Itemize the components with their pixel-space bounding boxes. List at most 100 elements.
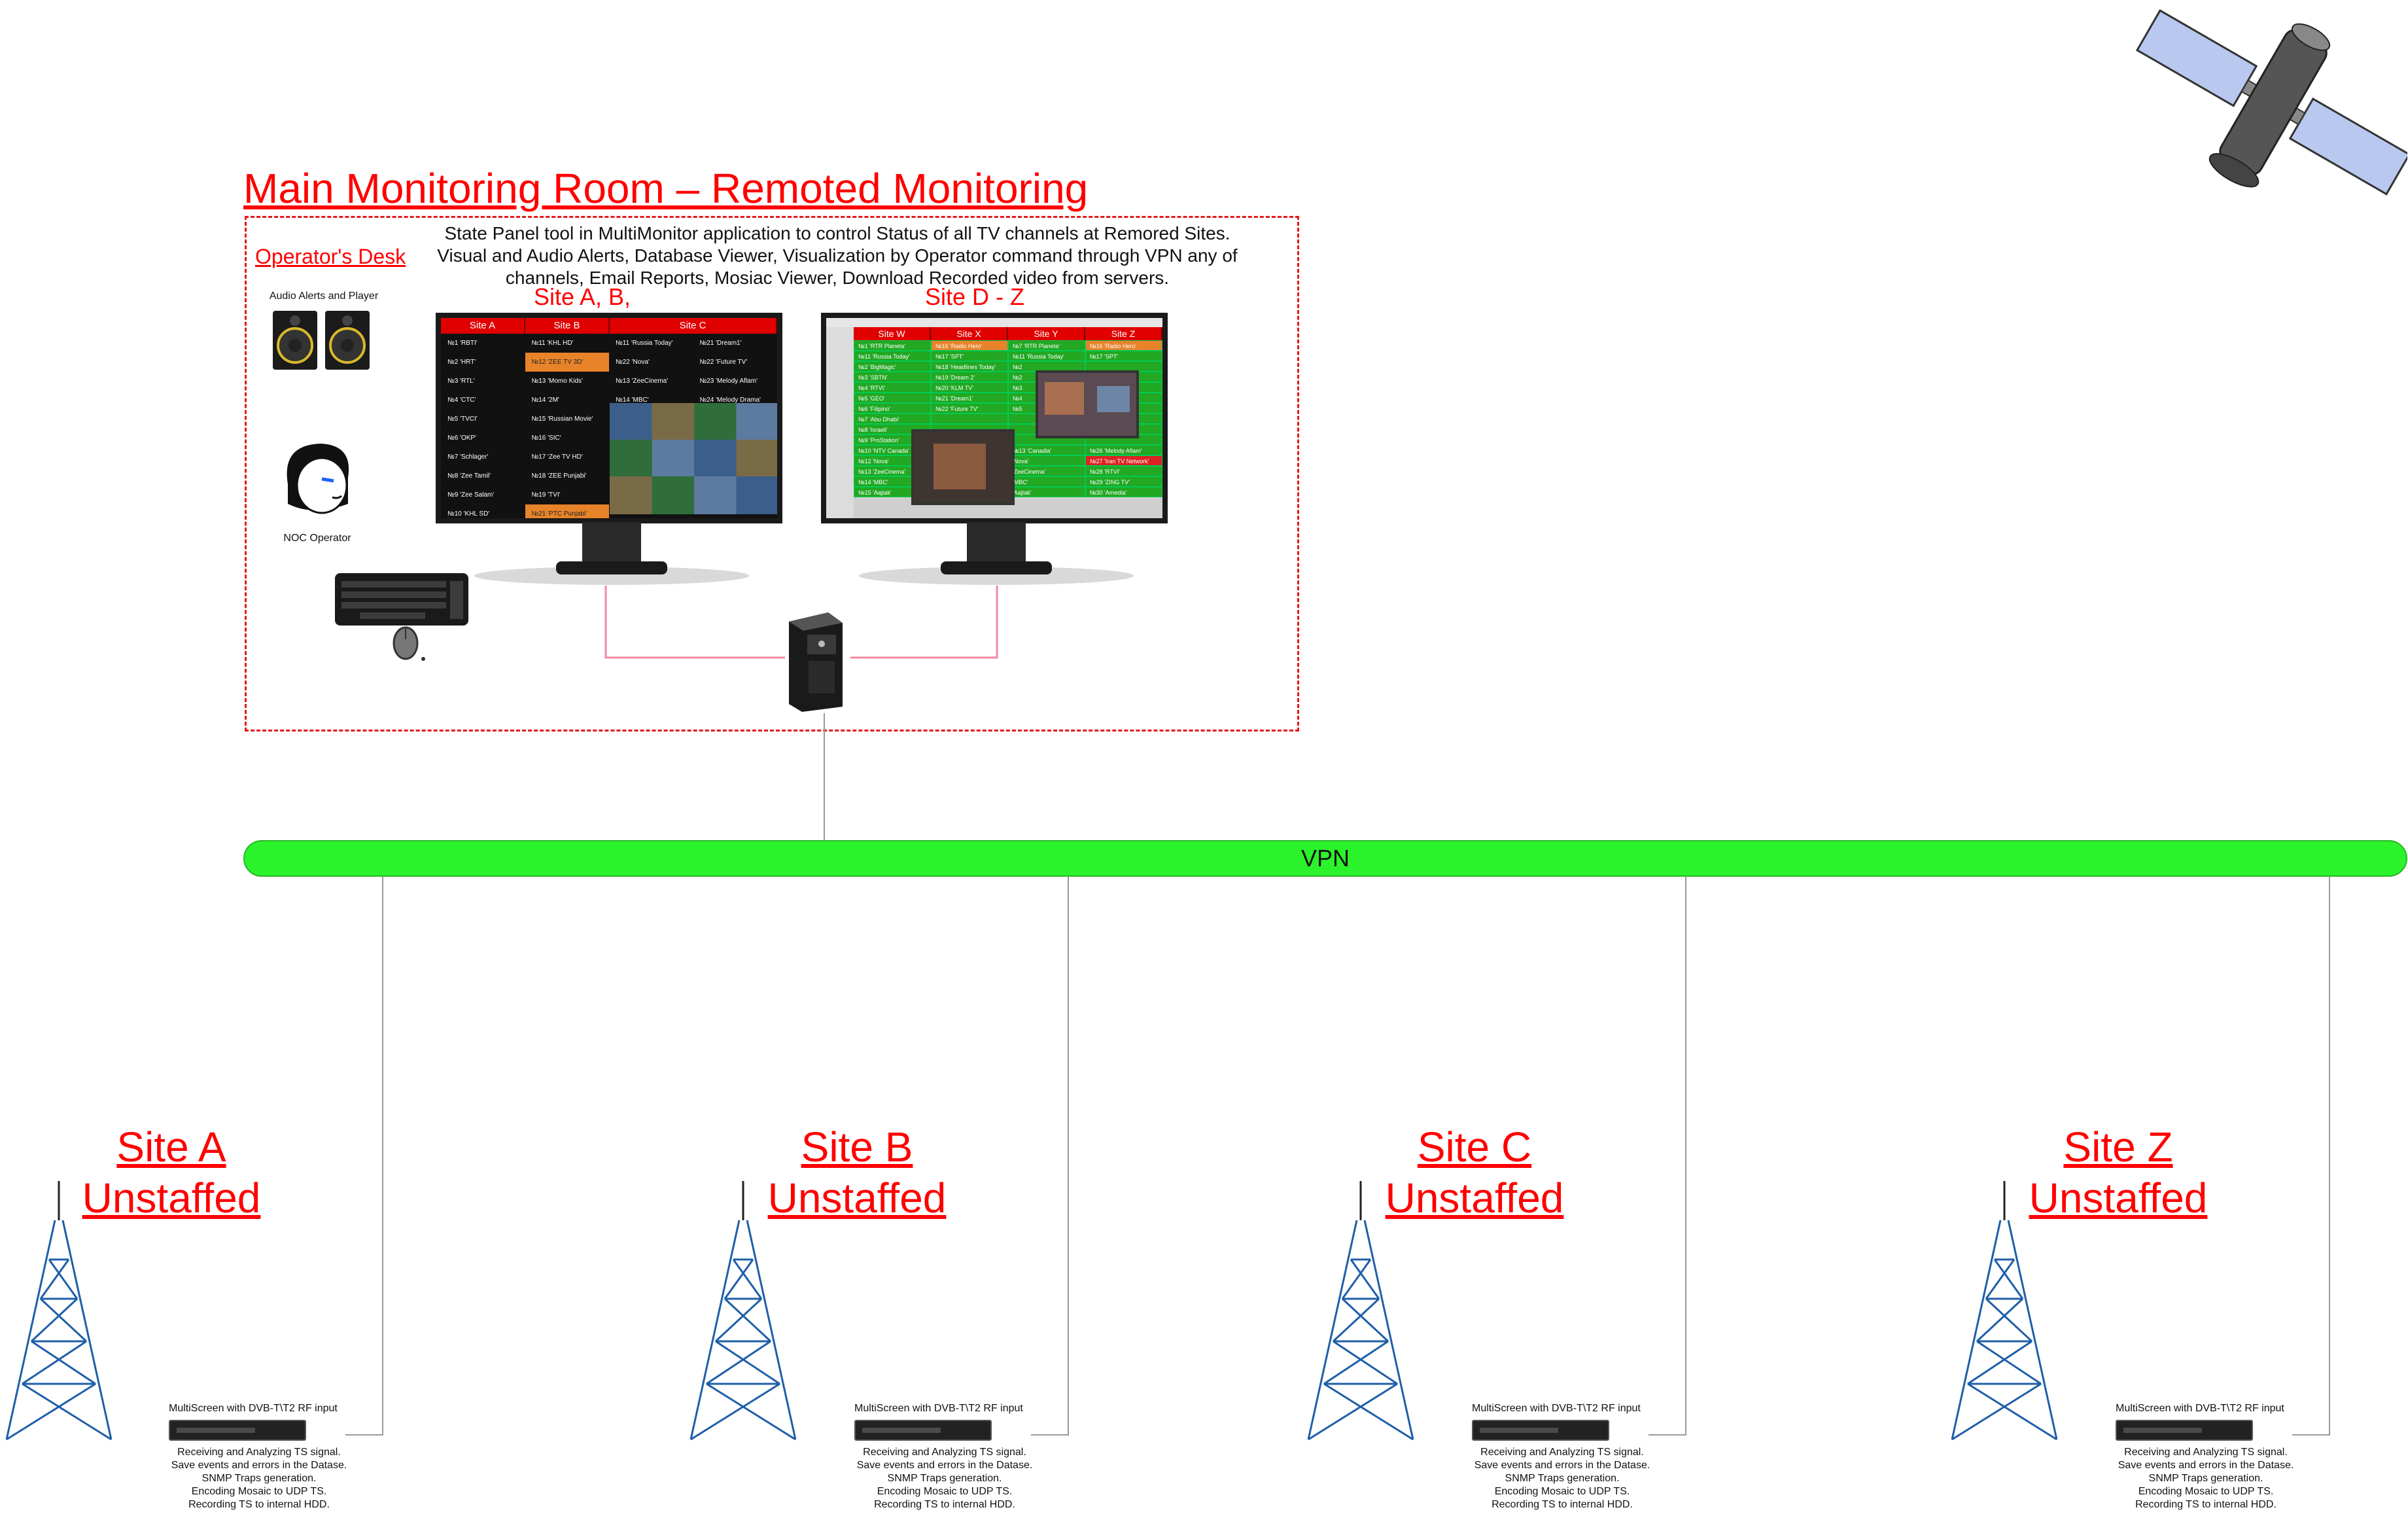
channel-row: №1 'RBTI'№11 'KHL HD'№11 'Russia Today'№… <box>441 334 777 353</box>
note-3: SNMP Traps generation. <box>154 1472 364 1485</box>
channel-cell: №22 'Future TV' <box>931 403 1008 414</box>
channel-cell: №27 'Iran TV Network' <box>1085 455 1162 466</box>
channel-cell <box>931 414 1008 424</box>
monitor2-label: Site D - Z <box>916 283 1034 311</box>
vpn-bus: VPN <box>243 840 2407 877</box>
window-sidebar <box>826 327 854 518</box>
note-4: Encoding Mosaic to UDP TS. <box>2101 1485 2311 1498</box>
channel-cell: №16 'SIC' <box>525 429 610 448</box>
channel-cell: №13 'Canadia' <box>1008 445 1085 455</box>
speaker-icon <box>270 308 374 373</box>
site-z-notes: Receiving and Analyzing TS signal. Save … <box>2101 1446 2311 1511</box>
server-rack-icon <box>1472 1420 1609 1441</box>
note-2: Save events and errors in the Datase. <box>1457 1459 1667 1472</box>
window-toolbar <box>826 318 1162 327</box>
channel-cell: №3 'SBTN' <box>854 372 931 382</box>
channel-cell: №3 'RTL' <box>441 372 525 391</box>
channel-row: №2 'HRT'№12 'ZEE TV 3D'№22 'Nova'№22 'Fu… <box>441 353 777 372</box>
note-3: SNMP Traps generation. <box>2101 1472 2311 1485</box>
tower-icon <box>1302 1181 1420 1443</box>
monitor2-header: Site W Site X Site Y Site Z <box>854 327 1162 340</box>
server-rack-icon <box>169 1420 306 1441</box>
note-2: Save events and errors in the Datase. <box>840 1459 1049 1472</box>
site-a-link <box>382 877 383 1435</box>
channel-cell: №13 'ZeeCinema' <box>609 372 693 391</box>
channel-cell: №17 'Zee TV HD' <box>525 448 610 467</box>
channel-cell: №5 'GEO' <box>854 393 931 403</box>
video-preview-2 <box>911 429 1015 505</box>
channel-cell: №12 'ZEE TV 3D' <box>525 353 610 372</box>
channel-cell: №6 'Filipino' <box>854 403 931 414</box>
site-a-header: Site A <box>441 318 525 334</box>
channel-cell: №21 'Dream1' <box>693 334 778 353</box>
site-a-notes: Receiving and Analyzing TS signal. Save … <box>154 1446 364 1511</box>
site-b-name: Site B <box>720 1121 994 1172</box>
site-z-rack-link <box>2292 1434 2330 1436</box>
site-b-device-label: MultiScreen with DVB-T\T2 RF input <box>854 1403 1023 1415</box>
video-preview-1 <box>1036 370 1139 438</box>
channel-cell: №28 'RTVI' <box>1085 466 1162 476</box>
channel-row: №1 'RTR Planeta'№16 'Radio Hero'№7 'RTR … <box>854 340 1162 351</box>
channel-cell: №17 'SPT' <box>1085 351 1162 361</box>
note-5: Recording TS to internal HDD. <box>154 1498 364 1511</box>
site-a-device-label: MultiScreen with DVB-T\T2 RF input <box>169 1403 338 1415</box>
channel-row: №3 'RTL'№13 'Momo Kids'№13 'ZeeCinema'№2… <box>441 372 777 391</box>
tower-icon <box>0 1181 118 1443</box>
monitor-2-screen: Site W Site X Site Y Site Z №1 'RTR Plan… <box>821 313 1168 523</box>
operators-desk-label: Operator's Desk <box>255 245 406 269</box>
mosaic-preview <box>610 403 778 514</box>
workstation-vpn-link <box>824 713 825 841</box>
channel-cell: №8 'Zee Tamil' <box>441 467 525 485</box>
channel-cell: №5 'TVCI' <box>441 410 525 429</box>
channel-cell: 'MBC' <box>1008 476 1085 487</box>
channel-cell: №10 'KHL SD' <box>441 504 525 523</box>
site-z-header: Site Z <box>1085 327 1162 340</box>
note-1: Receiving and Analyzing TS signal. <box>2101 1446 2311 1459</box>
tower-icon <box>684 1181 802 1443</box>
vpn-label: VPN <box>1301 845 1350 872</box>
channel-cell: №21 'Dream1' <box>931 393 1008 403</box>
site-c-link <box>1685 877 1686 1435</box>
note-4: Encoding Mosaic to UDP TS. <box>840 1485 1049 1498</box>
note-1: Receiving and Analyzing TS signal. <box>1457 1446 1667 1459</box>
note-1: Receiving and Analyzing TS signal. <box>840 1446 1049 1459</box>
site-c-header: Site C <box>610 318 777 334</box>
channel-cell: №18 'ZEE Punjabi' <box>525 467 610 485</box>
channel-cell: №6 'OKP' <box>441 429 525 448</box>
channel-cell: №30 'Amedia' <box>1085 487 1162 497</box>
site-x-header: Site X <box>931 327 1008 340</box>
channel-cell: 'Aajtak' <box>1008 487 1085 497</box>
state-panel-description: State Panel tool in MultiMonitor applica… <box>425 222 1249 289</box>
note-5: Recording TS to internal HDD. <box>1457 1498 1667 1511</box>
site-b-rack-link <box>1031 1434 1069 1436</box>
monitor-2-stand <box>843 522 1150 588</box>
satellite-icon <box>2133 0 2407 216</box>
note-1: Receiving and Analyzing TS signal. <box>154 1446 364 1459</box>
site-c-rack-link <box>1649 1434 1686 1436</box>
operator-label: NOC Operator <box>262 533 373 544</box>
channel-cell: №1 'RBTI' <box>441 334 525 353</box>
channel-cell: №11 'KHL HD' <box>525 334 610 353</box>
channel-row: №11 'Russia Today'№17 'SPT'№11 'Russia T… <box>854 351 1162 361</box>
channel-cell: №13 'Momo Kids' <box>525 372 610 391</box>
channel-cell: №11 'Russia Today' <box>854 351 931 361</box>
channel-cell: №29 'ZING TV' <box>1085 476 1162 487</box>
audio-label: Audio Alerts and Player <box>258 291 389 302</box>
note-3: SNMP Traps generation. <box>1457 1472 1667 1485</box>
note-5: Recording TS to internal HDD. <box>840 1498 1049 1511</box>
tower-icon <box>1946 1181 2063 1443</box>
site-b-link <box>1068 877 1069 1435</box>
channel-cell: №15 'Russian Movie' <box>525 410 610 429</box>
note-3: SNMP Traps generation. <box>840 1472 1049 1485</box>
channel-cell: №23 'Melody Aflam' <box>693 372 778 391</box>
channel-cell: №1 'RTR Planeta' <box>854 340 931 351</box>
channel-cell: №11 'Russia Today' <box>609 334 693 353</box>
mouse-icon <box>389 625 428 664</box>
note-2: Save events and errors in the Datase. <box>154 1459 364 1472</box>
site-b-header: Site B <box>525 318 610 334</box>
site-y-header: Site Y <box>1008 327 1085 340</box>
channel-cell: №7 'Abu Dhabi' <box>854 414 931 424</box>
channel-cell: №11 'Russia Today' <box>1008 351 1085 361</box>
channel-cell: №9 'Zee Salam' <box>441 485 525 504</box>
channel-cell: №4 'CTC' <box>441 391 525 410</box>
